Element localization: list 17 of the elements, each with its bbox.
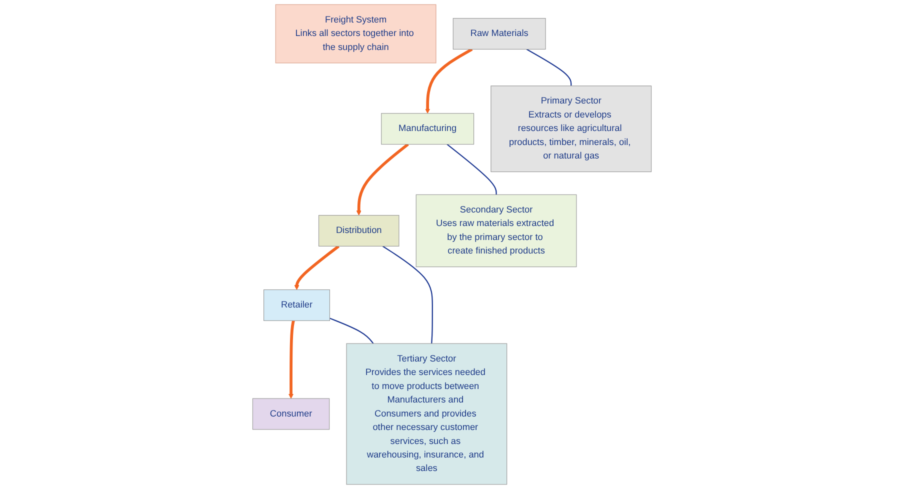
arrow xyxy=(288,320,295,399)
node-box: Raw Materials xyxy=(452,18,546,50)
node-box: Distribution xyxy=(318,215,400,246)
connector xyxy=(446,144,497,195)
node-box: Consumer xyxy=(252,398,330,430)
node-box: Manufacturing xyxy=(381,113,474,145)
node-box: Freight System Links all sectors together into the supply chain xyxy=(275,4,436,64)
connector xyxy=(330,318,374,344)
node-box: Secondary Sector Uses raw materials extracted by the primary sector to create finished products xyxy=(416,194,577,268)
node-box: Tertiary Sector Provides the services needed to move products between Manufacturers and Consumers and provides other necessary customer services, such as warehousing, insurance, and sales xyxy=(346,343,508,485)
node-box: Retailer xyxy=(264,289,330,321)
node-box: Primary Sector Extracts or develops resources like agricultural products, timber, minerals, oil, or natural gas xyxy=(490,86,652,172)
arrow xyxy=(356,143,409,216)
arrow xyxy=(425,48,473,114)
connector xyxy=(382,246,433,344)
connector xyxy=(526,48,572,86)
arrow xyxy=(294,245,340,290)
